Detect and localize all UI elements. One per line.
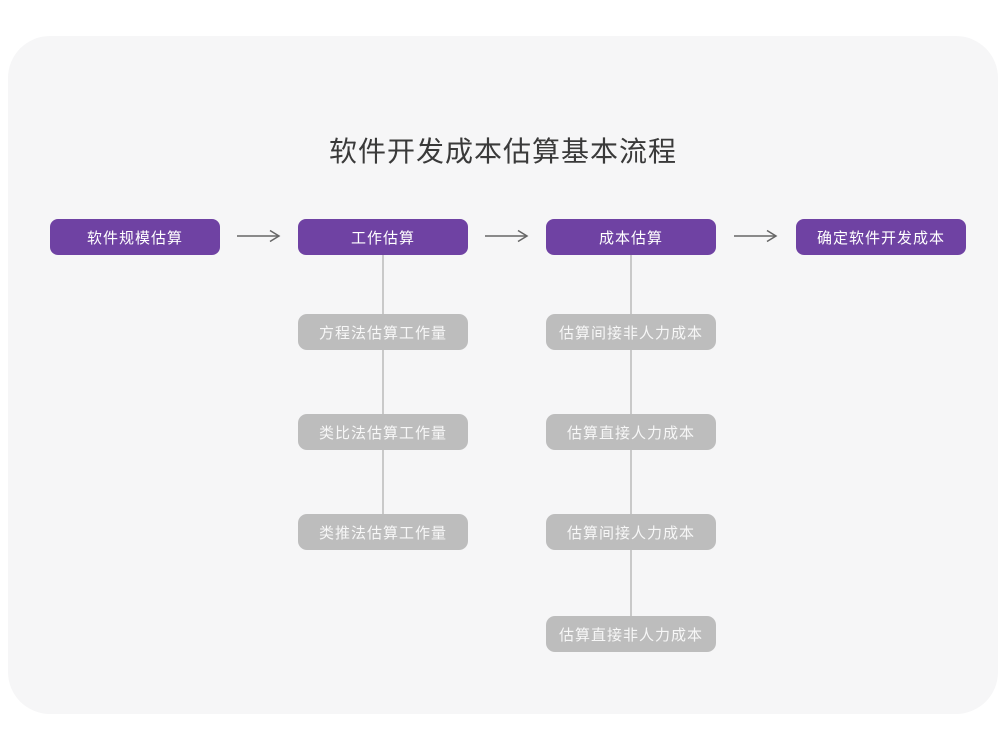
node-cost-estimation: 成本估算 [546,219,716,255]
node-label: 成本估算 [598,229,663,247]
node-determine-software-dev-cost: 确定软件开发成本 [796,219,966,255]
node-label: 方程法估算工作量 [318,324,447,342]
node-label: 估算直接非人力成本 [558,626,703,644]
subnode-analogy-method-effort: 类比法估算工作量 [298,414,468,450]
node-software-scale-estimation: 软件规模估算 [50,219,220,255]
subnode-direct-labor-cost: 估算直接人力成本 [546,414,716,450]
subnode-direct-nonlabor-cost: 估算直接非人力成本 [546,616,716,652]
node-label: 类比法估算工作量 [318,424,447,442]
diagram-title: 软件开发成本估算基本流程 [328,136,677,167]
subnode-equation-method-effort: 方程法估算工作量 [298,314,468,350]
node-label: 估算间接人力成本 [566,524,695,542]
node-label: 估算直接人力成本 [566,424,695,442]
node-work-estimation: 工作估算 [298,219,468,255]
connector-line-work-estimation [382,255,384,533]
arrow-right-icon [485,229,529,243]
subnode-indirect-nonlabor-cost: 估算间接非人力成本 [546,314,716,350]
arrow-right-icon [734,229,778,243]
arrow-right-icon [237,229,281,243]
node-label: 软件规模估算 [86,229,183,247]
node-label: 工作估算 [350,229,415,247]
flowchart-card: 软件开发成本估算基本流程 软件规模估算 工作估算 成本估算 [8,36,998,714]
node-label: 类推法估算工作量 [318,524,447,542]
node-label: 确定软件开发成本 [816,229,945,247]
node-label: 估算间接非人力成本 [558,324,703,342]
subnode-extrapolation-method-effort: 类推法估算工作量 [298,514,468,550]
subnode-indirect-labor-cost: 估算间接人力成本 [546,514,716,550]
